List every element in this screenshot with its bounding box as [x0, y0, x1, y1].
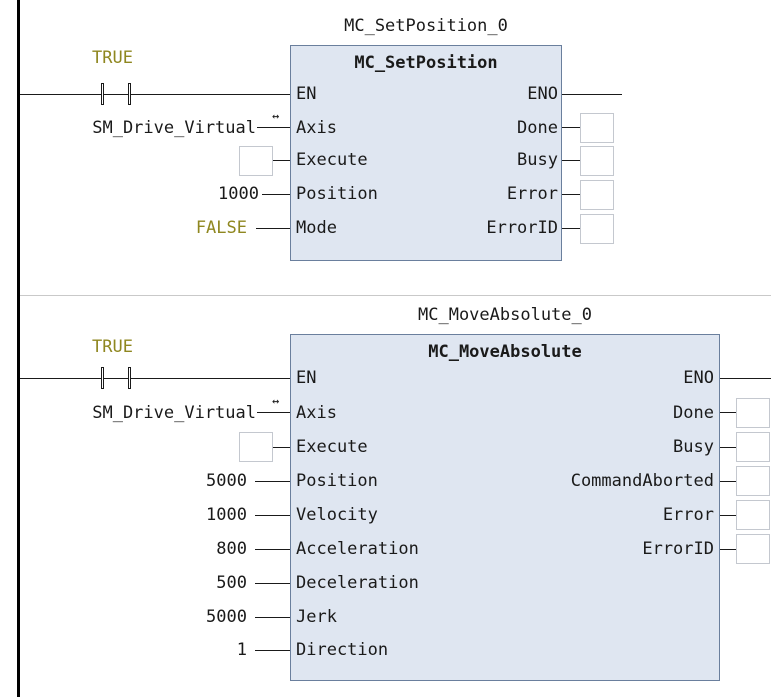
normally-open-contact-icon[interactable] [101, 367, 137, 389]
position-wire [255, 481, 290, 482]
pin-errorid: ErrorID [486, 218, 558, 238]
execute-value-box[interactable] [239, 432, 273, 462]
busy-wire [720, 447, 736, 448]
axis-variable[interactable]: SM_Drive_Virtual [92, 118, 256, 138]
deceleration-wire [255, 583, 290, 584]
pin-error: Error [506, 184, 558, 204]
pin-jerk: Jerk [296, 607, 337, 627]
execute-wire [273, 160, 290, 161]
pin-busy: Busy [517, 150, 558, 170]
en-wire [20, 378, 290, 379]
done-wire [720, 412, 736, 413]
instance-name[interactable]: MC_MoveAbsolute_0 [418, 305, 592, 325]
axis-wire [257, 412, 290, 413]
position-value[interactable]: 1000 [218, 184, 259, 204]
function-block[interactable]: MC_SetPosition [290, 45, 562, 261]
contact-label: TRUE [92, 48, 133, 68]
pin-position: Position [296, 471, 378, 491]
pin-en: EN [296, 368, 317, 388]
mode-value[interactable]: FALSE [195, 218, 247, 238]
axis-wire [257, 127, 290, 128]
error-value-box[interactable] [736, 500, 770, 530]
commandaborted-wire [720, 481, 736, 482]
pin-error: Error [662, 505, 714, 525]
busy-value-box[interactable] [580, 146, 614, 176]
acceleration-value[interactable]: 800 [216, 539, 247, 559]
pin-position: Position [296, 184, 378, 204]
direction-wire [255, 650, 290, 651]
pin-execute: Execute [296, 150, 368, 170]
execute-value-box[interactable] [239, 146, 273, 176]
pin-errorid: ErrorID [642, 539, 714, 559]
axis-variable[interactable]: SM_Drive_Virtual [92, 403, 256, 423]
done-wire [562, 127, 580, 128]
errorid-value-box[interactable] [580, 214, 614, 244]
pin-done: Done [517, 118, 558, 138]
instance-name[interactable]: MC_SetPosition_0 [344, 16, 508, 36]
pin-done: Done [673, 403, 714, 423]
bidirectional-arrow-icon: ↔ [272, 109, 280, 123]
pin-deceleration: Deceleration [296, 573, 419, 593]
done-value-box[interactable] [580, 113, 614, 143]
normally-open-contact-icon[interactable] [101, 83, 137, 105]
position-value[interactable]: 5000 [206, 471, 247, 491]
pin-eno: ENO [527, 84, 558, 104]
function-block[interactable]: MC_MoveAbsolute [290, 334, 720, 681]
velocity-value[interactable]: 1000 [206, 505, 247, 525]
errorid-value-box[interactable] [736, 534, 770, 564]
pin-direction: Direction [296, 640, 389, 660]
pin-velocity: Velocity [296, 505, 378, 525]
eno-wire [720, 378, 771, 379]
pin-commandaborted: CommandAborted [570, 471, 714, 491]
block-title: MC_SetPosition [354, 53, 498, 73]
eno-wire [562, 94, 622, 95]
error-wire [720, 515, 736, 516]
bidirectional-arrow-icon: ↔ [272, 394, 280, 408]
pin-mode: Mode [296, 218, 337, 238]
contact-label: TRUE [92, 337, 133, 357]
pin-busy: Busy [673, 437, 714, 457]
pin-axis: Axis [296, 403, 337, 423]
commandaborted-value-box[interactable] [736, 466, 770, 496]
errorid-wire [720, 549, 736, 550]
jerk-wire [255, 617, 290, 618]
acceleration-wire [255, 549, 290, 550]
deceleration-value[interactable]: 500 [216, 573, 247, 593]
errorid-wire [562, 228, 580, 229]
rung-separator [20, 295, 771, 296]
pin-axis: Axis [296, 118, 337, 138]
error-value-box[interactable] [580, 180, 614, 210]
pin-en: EN [296, 84, 317, 104]
busy-value-box[interactable] [736, 432, 770, 462]
direction-value[interactable]: 1 [236, 640, 247, 660]
pin-execute: Execute [296, 437, 368, 457]
en-wire [20, 94, 290, 95]
velocity-wire [255, 515, 290, 516]
error-wire [562, 194, 580, 195]
position-wire [262, 194, 290, 195]
done-value-box[interactable] [736, 398, 770, 428]
pin-acceleration: Acceleration [296, 539, 419, 559]
busy-wire [562, 160, 580, 161]
pin-eno: ENO [683, 368, 714, 388]
block-title: MC_MoveAbsolute [428, 342, 582, 362]
jerk-value[interactable]: 5000 [206, 607, 247, 627]
left-power-rail [17, 0, 20, 697]
mode-wire [256, 228, 290, 229]
execute-wire [273, 447, 290, 448]
